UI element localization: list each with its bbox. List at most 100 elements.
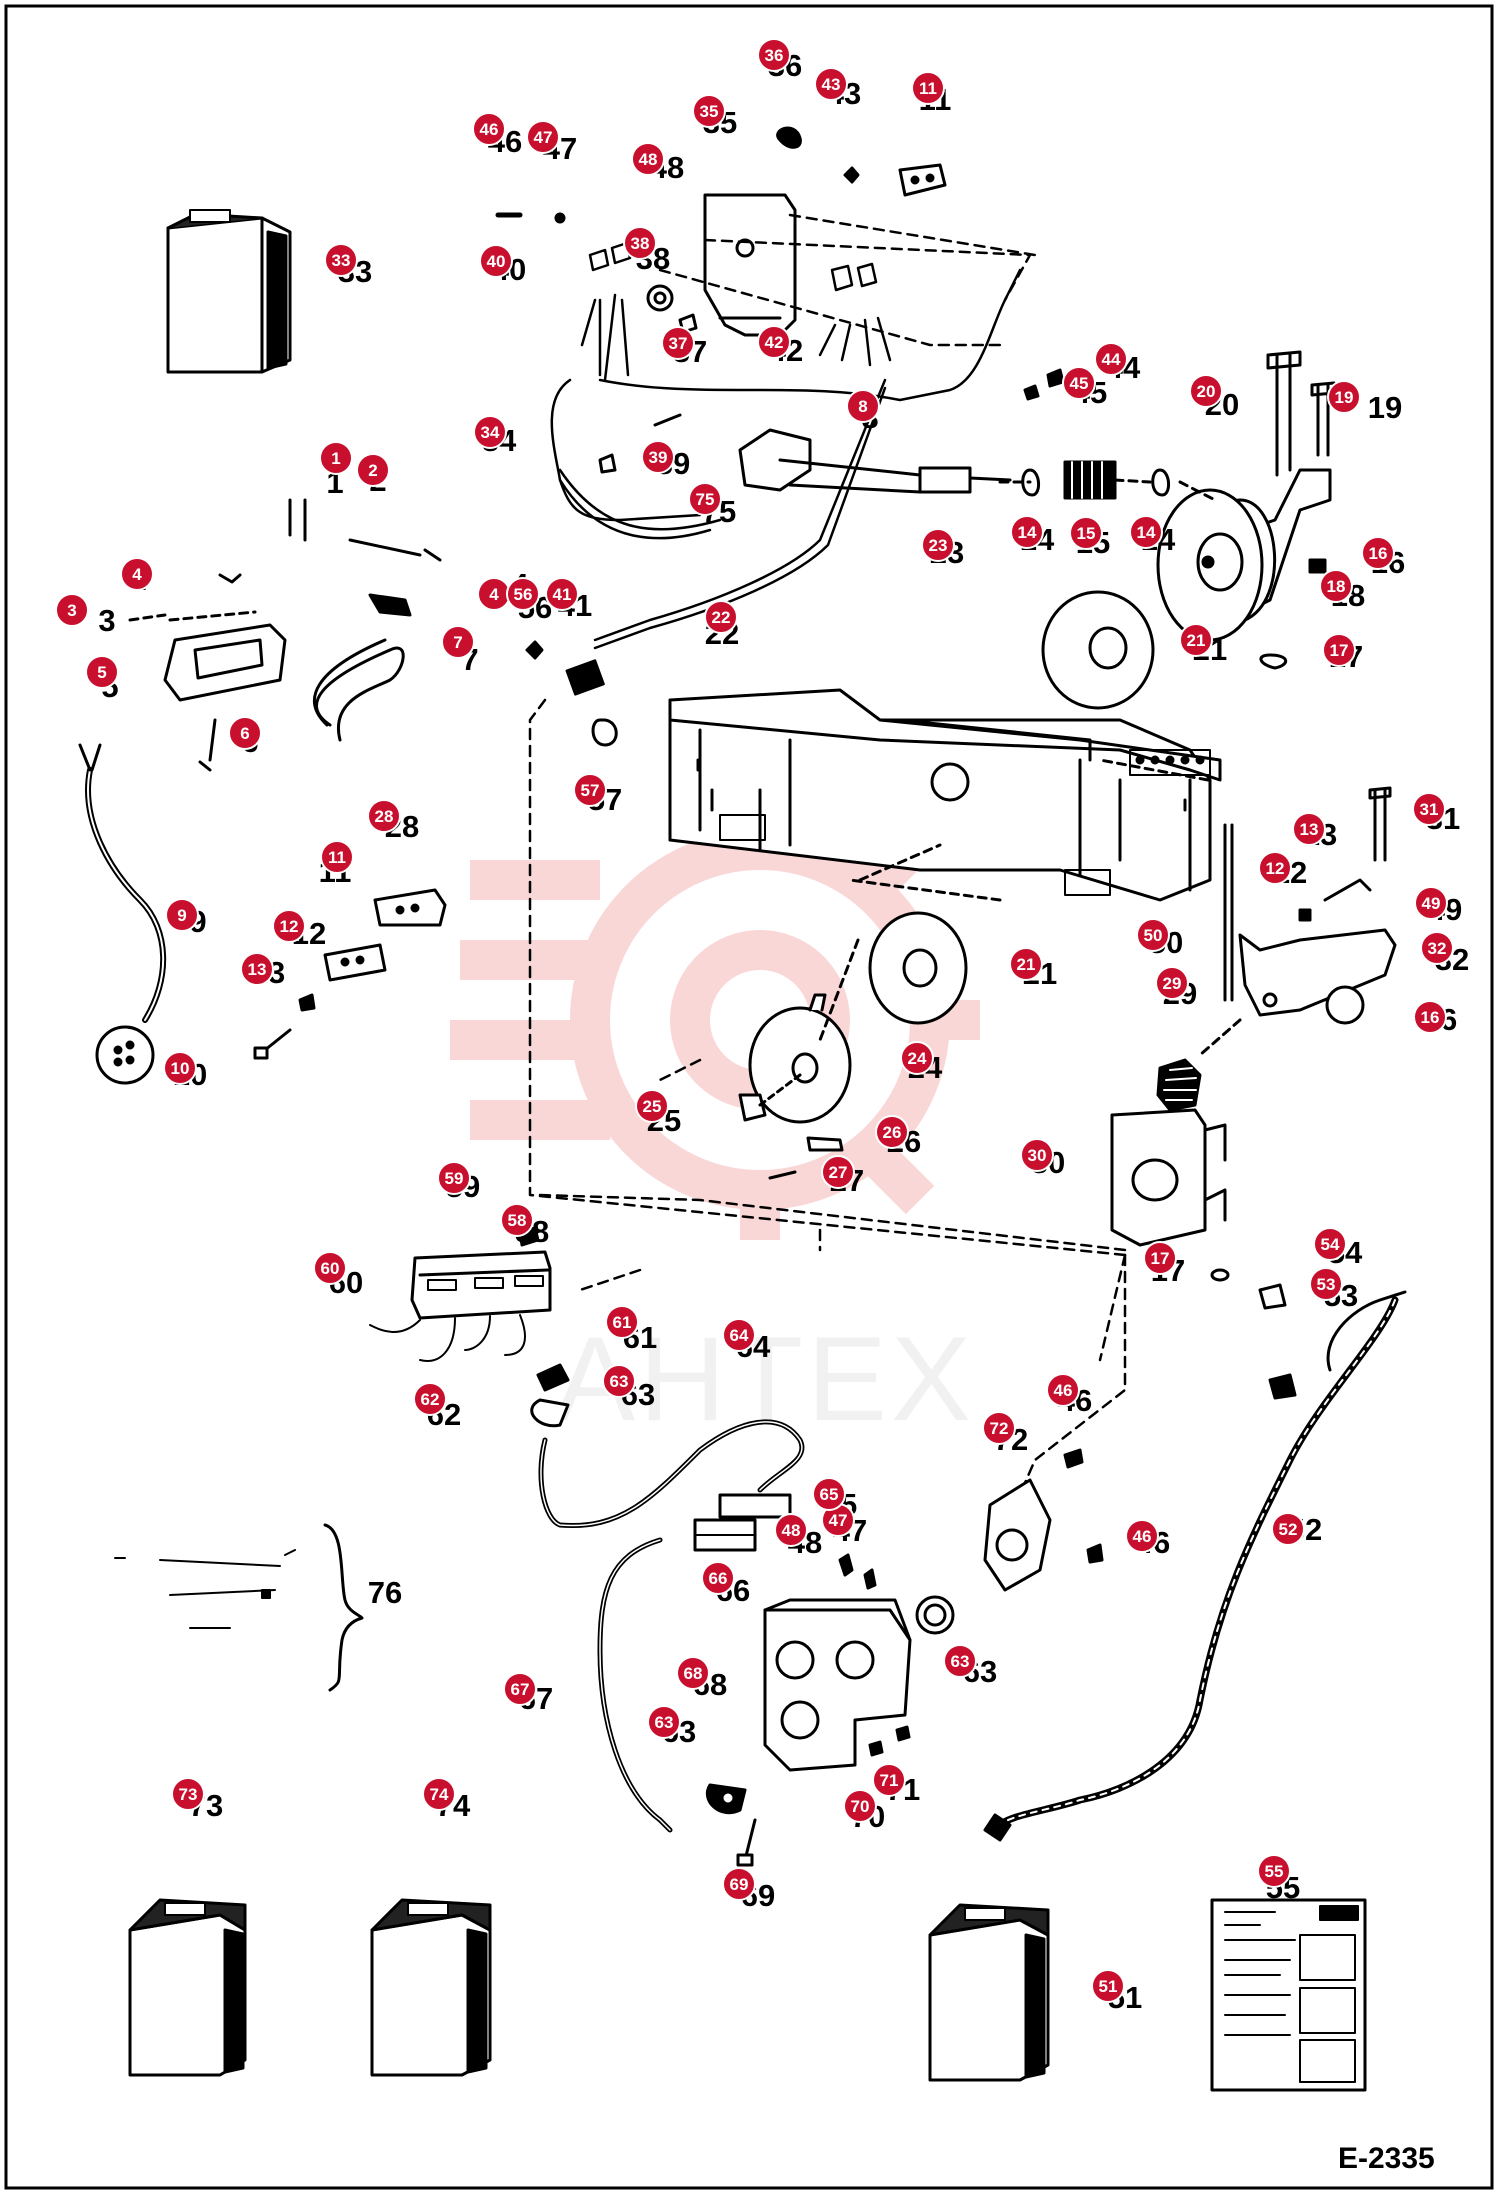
callout-badge-label: 68	[684, 1664, 703, 1683]
left-harness-group	[128, 498, 442, 772]
callout-badge-59[interactable]: 59	[437, 1161, 471, 1195]
callout-badge-21[interactable]: 21	[1179, 623, 1213, 657]
callout-badge-38[interactable]: 38	[623, 226, 657, 260]
callout-badge-24[interactable]: 24	[900, 1041, 934, 1075]
callout-badge-25[interactable]: 25	[635, 1089, 669, 1123]
callout-badge-27[interactable]: 27	[821, 1155, 855, 1189]
callout-badge-21[interactable]: 21	[1009, 947, 1043, 981]
callout-badge-15[interactable]: 15	[1069, 516, 1103, 550]
callout-badge-46[interactable]: 46	[472, 112, 506, 146]
callout-badge-label: 15	[1077, 524, 1096, 543]
callout-badge-28[interactable]: 28	[367, 799, 401, 833]
callout-badge-47[interactable]: 47	[526, 120, 560, 154]
callout-badge-47[interactable]: 47	[821, 1503, 855, 1537]
callout-badge-58[interactable]: 58	[500, 1203, 534, 1237]
callout-badge-8[interactable]: 8	[846, 389, 880, 423]
callout-badge-30[interactable]: 30	[1020, 1138, 1054, 1172]
callout-badge-9[interactable]: 9	[165, 898, 199, 932]
callout-badge-73[interactable]: 73	[171, 1777, 205, 1811]
callout-badge-34[interactable]: 34	[473, 415, 507, 449]
callout-badge-48[interactable]: 48	[774, 1513, 808, 1547]
callout-badge-43[interactable]: 43	[814, 67, 848, 101]
callout-badge-19[interactable]: 19	[1327, 380, 1361, 414]
callout-badge-31[interactable]: 31	[1412, 792, 1446, 826]
callout-badge-71[interactable]: 71	[872, 1763, 906, 1797]
callout-badge-33[interactable]: 33	[324, 243, 358, 277]
callout-badge-63[interactable]: 63	[647, 1705, 681, 1739]
callout-badge-label: 27	[829, 1163, 848, 1182]
callout-badge-42[interactable]: 42	[757, 325, 791, 359]
callout-badge-46[interactable]: 46	[1046, 1373, 1080, 1407]
callout-badge-12[interactable]: 12	[272, 909, 306, 943]
callout-badge-1[interactable]: 1	[319, 441, 353, 475]
callout-badge-4[interactable]: 4	[477, 577, 511, 611]
callout-badge-23[interactable]: 23	[921, 528, 955, 562]
callout-badge-68[interactable]: 68	[676, 1656, 710, 1690]
callout-badge-circle	[641, 440, 675, 474]
callout-badge-40[interactable]: 40	[479, 244, 513, 278]
callout-badge-18[interactable]: 18	[1319, 569, 1353, 603]
callout-badge-60[interactable]: 60	[313, 1251, 347, 1285]
callout-badge-74[interactable]: 74	[422, 1777, 456, 1811]
callout-badge-50[interactable]: 50	[1136, 918, 1170, 952]
callout-badge-circle	[1094, 342, 1128, 376]
callout-badge-35[interactable]: 35	[692, 94, 726, 128]
callout-badge-63[interactable]: 63	[943, 1644, 977, 1678]
callout-badge-17[interactable]: 17	[1322, 633, 1356, 667]
callout-badge-16[interactable]: 16	[1361, 536, 1395, 570]
callout-badge-37[interactable]: 37	[661, 326, 695, 360]
callout-badge-63[interactable]: 63	[602, 1364, 636, 1398]
callout-badge-3[interactable]: 3	[55, 593, 89, 627]
callout-badge-12[interactable]: 12	[1258, 851, 1292, 885]
callout-badge-48[interactable]: 48	[631, 142, 665, 176]
callout-badge-2[interactable]: 2	[356, 453, 390, 487]
callout-badge-64[interactable]: 64	[722, 1318, 756, 1352]
callout-badge-14[interactable]: 14	[1129, 515, 1163, 549]
callout-badge-7[interactable]: 7	[441, 625, 475, 659]
callout-badge-5[interactable]: 5	[85, 655, 119, 689]
callout-badge-61[interactable]: 61	[605, 1305, 639, 1339]
callout-badge-54[interactable]: 54	[1313, 1227, 1347, 1261]
callout-badge-10[interactable]: 10	[163, 1051, 197, 1085]
callout-badge-72[interactable]: 72	[982, 1411, 1016, 1445]
callout-badge-26[interactable]: 26	[875, 1115, 909, 1149]
callout-badge-6[interactable]: 6	[228, 716, 262, 750]
callout-badge-17[interactable]: 17	[1143, 1241, 1177, 1275]
callout-badge-65[interactable]: 65	[812, 1477, 846, 1511]
callout-badge-55[interactable]: 55	[1257, 1854, 1291, 1888]
callout-badge-circle	[1091, 1969, 1125, 2003]
callout-badge-56[interactable]: 56	[506, 577, 540, 611]
callout-badge-41[interactable]: 41	[545, 577, 579, 611]
callout-badge-circle	[1327, 380, 1361, 414]
callout-badge-label: 57	[581, 781, 600, 800]
callout-badge-22[interactable]: 22	[704, 600, 738, 634]
callout-badge-label: 75	[696, 490, 715, 509]
callout-badge-20[interactable]: 20	[1189, 374, 1223, 408]
callout-badge-11[interactable]: 11	[320, 840, 354, 874]
callout-badge-29[interactable]: 29	[1155, 966, 1189, 1000]
callout-badge-69[interactable]: 69	[722, 1867, 756, 1901]
callout-badge-14[interactable]: 14	[1010, 515, 1044, 549]
callout-badge-13[interactable]: 13	[1292, 812, 1326, 846]
callout-badge-13[interactable]: 13	[240, 952, 274, 986]
callout-badge-49[interactable]: 49	[1414, 886, 1448, 920]
callout-badge-51[interactable]: 51	[1091, 1969, 1125, 2003]
callout-badge-52[interactable]: 52	[1271, 1512, 1305, 1546]
callout-badge-44[interactable]: 44	[1094, 342, 1128, 376]
callout-badge-11[interactable]: 11	[911, 71, 945, 105]
callout-badge-4[interactable]: 4	[120, 557, 154, 591]
callout-badge-circle	[1412, 792, 1446, 826]
callout-badge-46[interactable]: 46	[1125, 1519, 1159, 1553]
callout-badge-16[interactable]: 16	[1413, 1000, 1447, 1034]
callout-badge-32[interactable]: 32	[1420, 931, 1454, 965]
callout-badge-45[interactable]: 45	[1062, 366, 1096, 400]
callout-badge-62[interactable]: 62	[413, 1382, 447, 1416]
callout-badge-67[interactable]: 67	[503, 1672, 537, 1706]
callout-badge-39[interactable]: 39	[641, 440, 675, 474]
callout-badge-70[interactable]: 70	[843, 1789, 877, 1823]
callout-badge-75[interactable]: 75	[688, 482, 722, 516]
callout-badge-57[interactable]: 57	[573, 773, 607, 807]
callout-badge-53[interactable]: 53	[1309, 1267, 1343, 1301]
callout-badge-36[interactable]: 36	[757, 38, 791, 72]
callout-badge-66[interactable]: 66	[701, 1561, 735, 1595]
